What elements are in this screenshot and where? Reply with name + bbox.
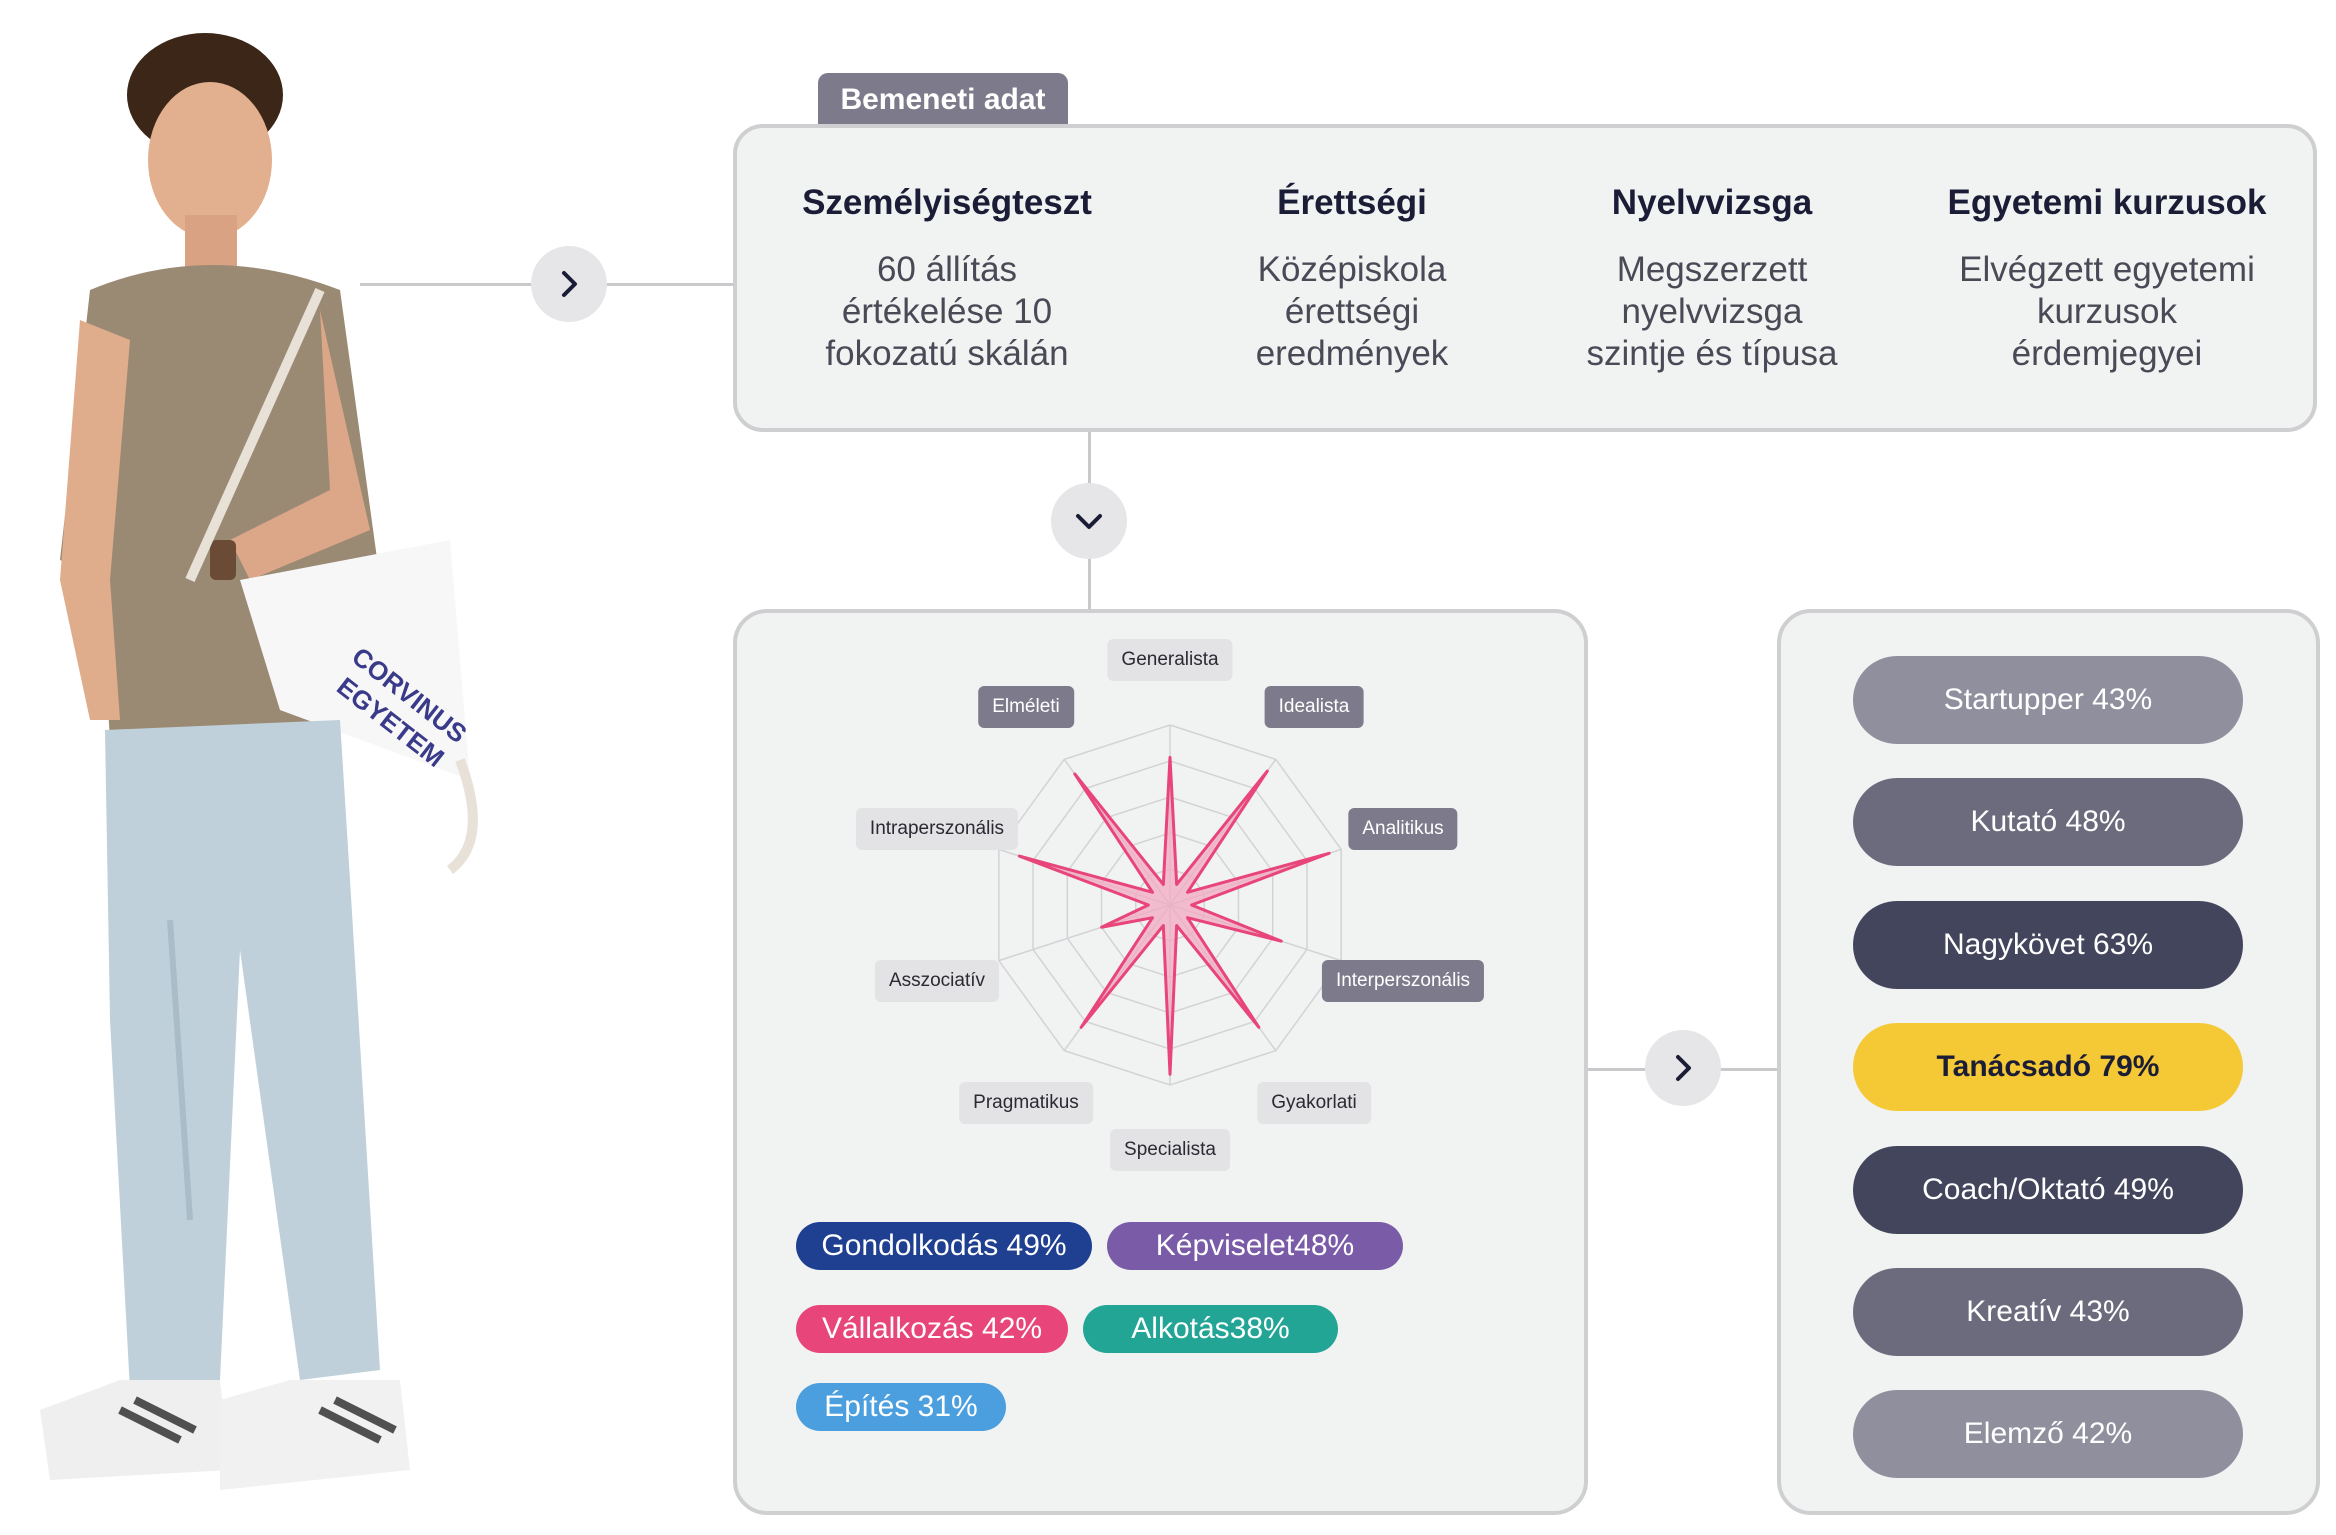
column-title: Nyelvvizsga bbox=[1611, 183, 1813, 222]
group-pill: Gondolkodás 49% bbox=[796, 1222, 1092, 1270]
group-pill: Alkotás38% bbox=[1083, 1305, 1338, 1353]
role-pill: Coach/Oktató 49% bbox=[1853, 1146, 2243, 1234]
next-arrow-button[interactable] bbox=[531, 246, 607, 322]
group-pill: Vállalkozás 42% bbox=[796, 1305, 1068, 1353]
column-line: Elvégzett egyetemi bbox=[1959, 250, 2255, 289]
radar-chart bbox=[998, 724, 1342, 1086]
role-pill: Startupper 43% bbox=[1853, 656, 2243, 744]
role-pill: Elemző 42% bbox=[1853, 1390, 2243, 1478]
role-pill: Kreatív 43% bbox=[1853, 1268, 2243, 1356]
radar-axis-label: Elméleti bbox=[978, 685, 1074, 728]
radar-series-area bbox=[1017, 755, 1331, 1076]
column-line: érettségi bbox=[1284, 292, 1420, 331]
input-column-matura: Érettségi Középiskola érettségi eredmény… bbox=[1182, 183, 1522, 375]
column-title: Érettségi bbox=[1277, 183, 1427, 222]
column-title: Személyiségteszt bbox=[802, 183, 1092, 222]
radar-axis-label: Intraperszonális bbox=[855, 808, 1019, 851]
radar-axis-label: Analitikus bbox=[1348, 808, 1458, 851]
column-line: szintje és típusa bbox=[1586, 334, 1838, 373]
column-line: fokozatú skálán bbox=[825, 334, 1069, 373]
radar-axis-label: Interperszonális bbox=[1321, 959, 1485, 1002]
radar-axis-label: Asszociatív bbox=[874, 959, 1000, 1002]
input-data-panel: Személyiségteszt 60 állítás értékelése 1… bbox=[733, 124, 2317, 432]
radar-axis-label: Specialista bbox=[1110, 1129, 1230, 1171]
column-line: Megszerzett bbox=[1616, 250, 1808, 289]
column-line: kurzusok bbox=[2036, 292, 2178, 331]
input-column-university-courses: Egyetemi kurzusok Elvégzett egyetemi kur… bbox=[1917, 183, 2297, 375]
column-line: eredmények bbox=[1255, 334, 1449, 373]
chevron-down-icon bbox=[1076, 514, 1102, 529]
role-pill: Kutató 48% bbox=[1853, 778, 2243, 866]
role-pill-highlighted: Tanácsadó 79% bbox=[1853, 1023, 2243, 1111]
down-arrow-button[interactable] bbox=[1051, 483, 1127, 559]
chevron-right-icon bbox=[1676, 1055, 1691, 1081]
radar-axis-label: Generalista bbox=[1107, 639, 1233, 681]
input-data-tag: Bemeneti adat bbox=[818, 73, 1068, 127]
column-title: Egyetemi kurzusok bbox=[1947, 183, 2267, 222]
student-photo: CORVINUS EGYETEM bbox=[40, 33, 478, 1490]
column-line: nyelvvizsga bbox=[1621, 292, 1803, 331]
chevron-right-icon bbox=[562, 271, 577, 297]
career-roles-panel: Startupper 43% Kutató 48% Nagykövet 63% … bbox=[1777, 609, 2320, 1515]
radar-axis-label: Idealista bbox=[1264, 685, 1364, 728]
input-column-language-exam: Nyelvvizsga Megszerzett nyelvvizsga szin… bbox=[1542, 183, 1882, 375]
column-line: 60 állítás bbox=[876, 250, 1018, 289]
role-pill: Nagykövet 63% bbox=[1853, 901, 2243, 989]
next-arrow-button[interactable] bbox=[1645, 1030, 1721, 1106]
radar-axis-label: Gyakorlati bbox=[1257, 1082, 1371, 1125]
column-line: értékelése 10 bbox=[841, 292, 1053, 331]
group-pill: Építés 31% bbox=[796, 1383, 1006, 1431]
column-line: Középiskola bbox=[1257, 250, 1447, 289]
input-column-personality: Személyiségteszt 60 állítás értékelése 1… bbox=[777, 183, 1117, 375]
column-line: érdemjegyei bbox=[2011, 334, 2203, 373]
group-pill: Képviselet48% bbox=[1107, 1222, 1403, 1270]
radar-axis-label: Pragmatikus bbox=[959, 1082, 1093, 1125]
